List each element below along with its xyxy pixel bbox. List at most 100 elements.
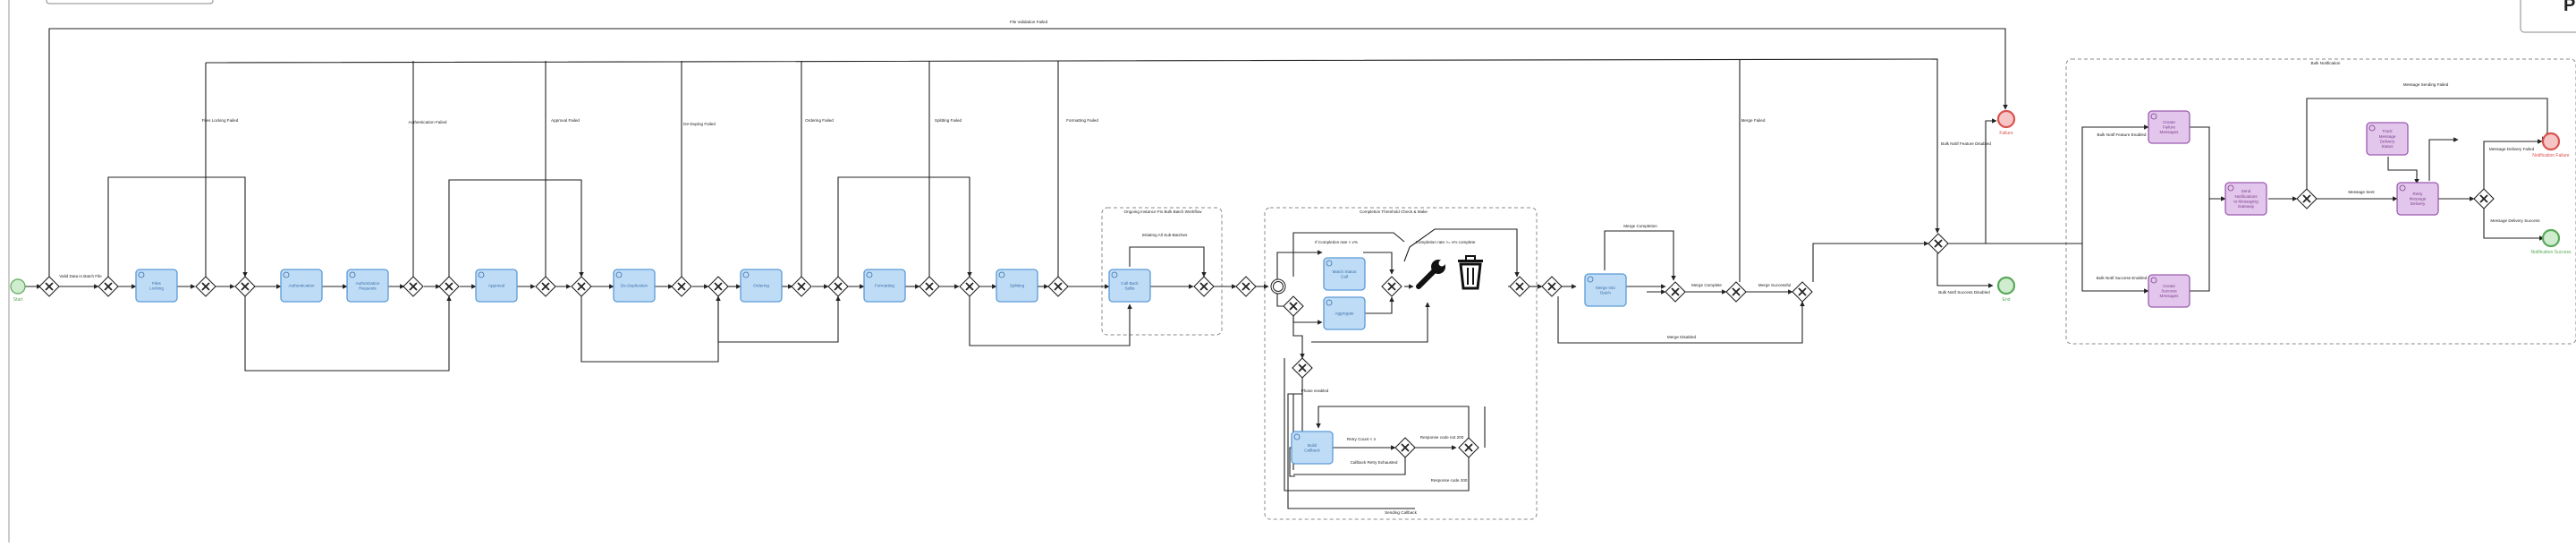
exclusive-gateway[interactable] xyxy=(1541,276,1563,297)
label-bulk-notif-disabled: Bulk Notif Feature Disabled xyxy=(1941,141,1991,146)
exclusive-gateway[interactable] xyxy=(1792,281,1813,303)
label-bulk-notif-enabled: Bulk Notif Feature Enabled xyxy=(2097,132,2147,137)
gateway-x-icon xyxy=(104,282,113,291)
task-ordering[interactable]: Ordering xyxy=(740,269,783,303)
exclusive-gateway[interactable] xyxy=(38,276,60,297)
start-label: Start xyxy=(13,297,23,303)
exclusive-gateway[interactable] xyxy=(671,276,692,297)
gear-icon xyxy=(1326,299,1333,306)
gateway-x-icon xyxy=(1199,282,1208,291)
task-splitting[interactable]: Splitting xyxy=(996,269,1038,303)
exclusive-gateway[interactable] xyxy=(535,276,556,297)
exclusive-gateway[interactable] xyxy=(438,276,460,297)
gear-icon xyxy=(2399,184,2406,192)
exclusive-gateway[interactable] xyxy=(1725,281,1747,303)
gateway-x-icon xyxy=(1464,443,1473,452)
exclusive-gateway[interactable] xyxy=(2296,188,2318,209)
gateway-x-icon xyxy=(1241,282,1250,291)
exclusive-gateway[interactable] xyxy=(2473,188,2495,209)
exclusive-gateway[interactable] xyxy=(1928,233,1949,254)
end-ok-event[interactable]: End xyxy=(1996,276,2016,303)
gateway-x-icon xyxy=(201,282,210,291)
notif-success-event[interactable]: Notification Success xyxy=(2530,228,2572,255)
gateway-x-icon xyxy=(1387,282,1396,291)
exclusive-gateway[interactable] xyxy=(1193,276,1215,297)
exclusive-gateway[interactable] xyxy=(1665,281,1686,303)
gateway-x-icon xyxy=(1054,282,1063,291)
subprocess-completion[interactable] xyxy=(1264,207,1538,520)
exclusive-gateway[interactable] xyxy=(1509,276,1530,297)
exclusive-gateway[interactable] xyxy=(959,276,980,297)
exclusive-gateway[interactable] xyxy=(1283,295,1304,317)
gateway-x-icon xyxy=(1401,443,1410,452)
subprocess-bulk-notification[interactable] xyxy=(2065,58,2576,345)
exclusive-gateway[interactable] xyxy=(1394,437,1416,458)
gateway-x-icon xyxy=(1934,239,1943,248)
gateway-x-icon xyxy=(797,282,806,291)
exclusive-gateway[interactable] xyxy=(1458,437,1479,458)
intermediate-timer-event[interactable] xyxy=(1270,278,1286,295)
exclusive-gateway[interactable] xyxy=(1381,276,1402,297)
task-de-duplication[interactable]: De-Duplication xyxy=(613,269,656,303)
gateway-x-icon xyxy=(1298,363,1307,372)
task-formatting[interactable]: Formatting xyxy=(863,269,906,303)
task-label: Ordering xyxy=(753,284,769,288)
end-error-event[interactable]: Failure xyxy=(1996,109,2016,136)
label-sub-split-title: Ongoing Instance Fin Bulk Batch Workflow xyxy=(1124,209,1203,214)
gateway-x-icon xyxy=(241,282,250,291)
exclusive-gateway[interactable] xyxy=(791,276,812,297)
gateway-x-icon xyxy=(834,282,843,291)
exclusive-gateway[interactable] xyxy=(402,276,424,297)
gateway-x-icon xyxy=(714,282,723,291)
exclusive-gateway[interactable] xyxy=(1047,276,1069,297)
gear-icon xyxy=(2227,184,2234,192)
notif-failure-label: Notification Failure xyxy=(2532,153,2570,158)
start-event[interactable]: Start xyxy=(10,278,26,303)
exclusive-gateway[interactable] xyxy=(1292,357,1313,379)
exclusive-gateway[interactable] xyxy=(919,276,940,297)
gateways xyxy=(38,188,2495,458)
gateway-x-icon xyxy=(965,282,974,291)
exclusive-gateway[interactable] xyxy=(1235,276,1257,297)
task-label: Authentication xyxy=(288,284,315,288)
exclusive-gateway[interactable] xyxy=(234,276,256,297)
gear-icon xyxy=(1587,276,1594,283)
subprocess-split[interactable] xyxy=(1101,207,1223,336)
label-bulk-notification: Bulk Notification xyxy=(2311,61,2341,65)
gear-icon xyxy=(283,271,290,278)
gateway-x-icon xyxy=(445,282,453,291)
gear-icon xyxy=(866,271,873,278)
exclusive-gateway[interactable] xyxy=(195,276,216,297)
wrench-icon xyxy=(1416,260,1445,289)
task-aggregate[interactable]: Aggregate xyxy=(1323,296,1366,330)
notif-failure-event[interactable]: Notification Failure xyxy=(2532,132,2570,158)
exclusive-gateway[interactable] xyxy=(708,276,729,297)
gateway-x-icon xyxy=(45,282,54,291)
exclusive-gateway[interactable] xyxy=(827,276,849,297)
exclusive-gateway[interactable] xyxy=(571,276,592,297)
task-label: Splitting xyxy=(1010,284,1025,288)
task-authentication[interactable]: Authentication xyxy=(280,269,323,303)
task-approval[interactable]: Approval xyxy=(475,269,518,303)
label-bulk-notif-succ-enabled: Bulk Notif Success Enabled xyxy=(2097,276,2148,280)
exclusive-gateway[interactable] xyxy=(97,276,119,297)
